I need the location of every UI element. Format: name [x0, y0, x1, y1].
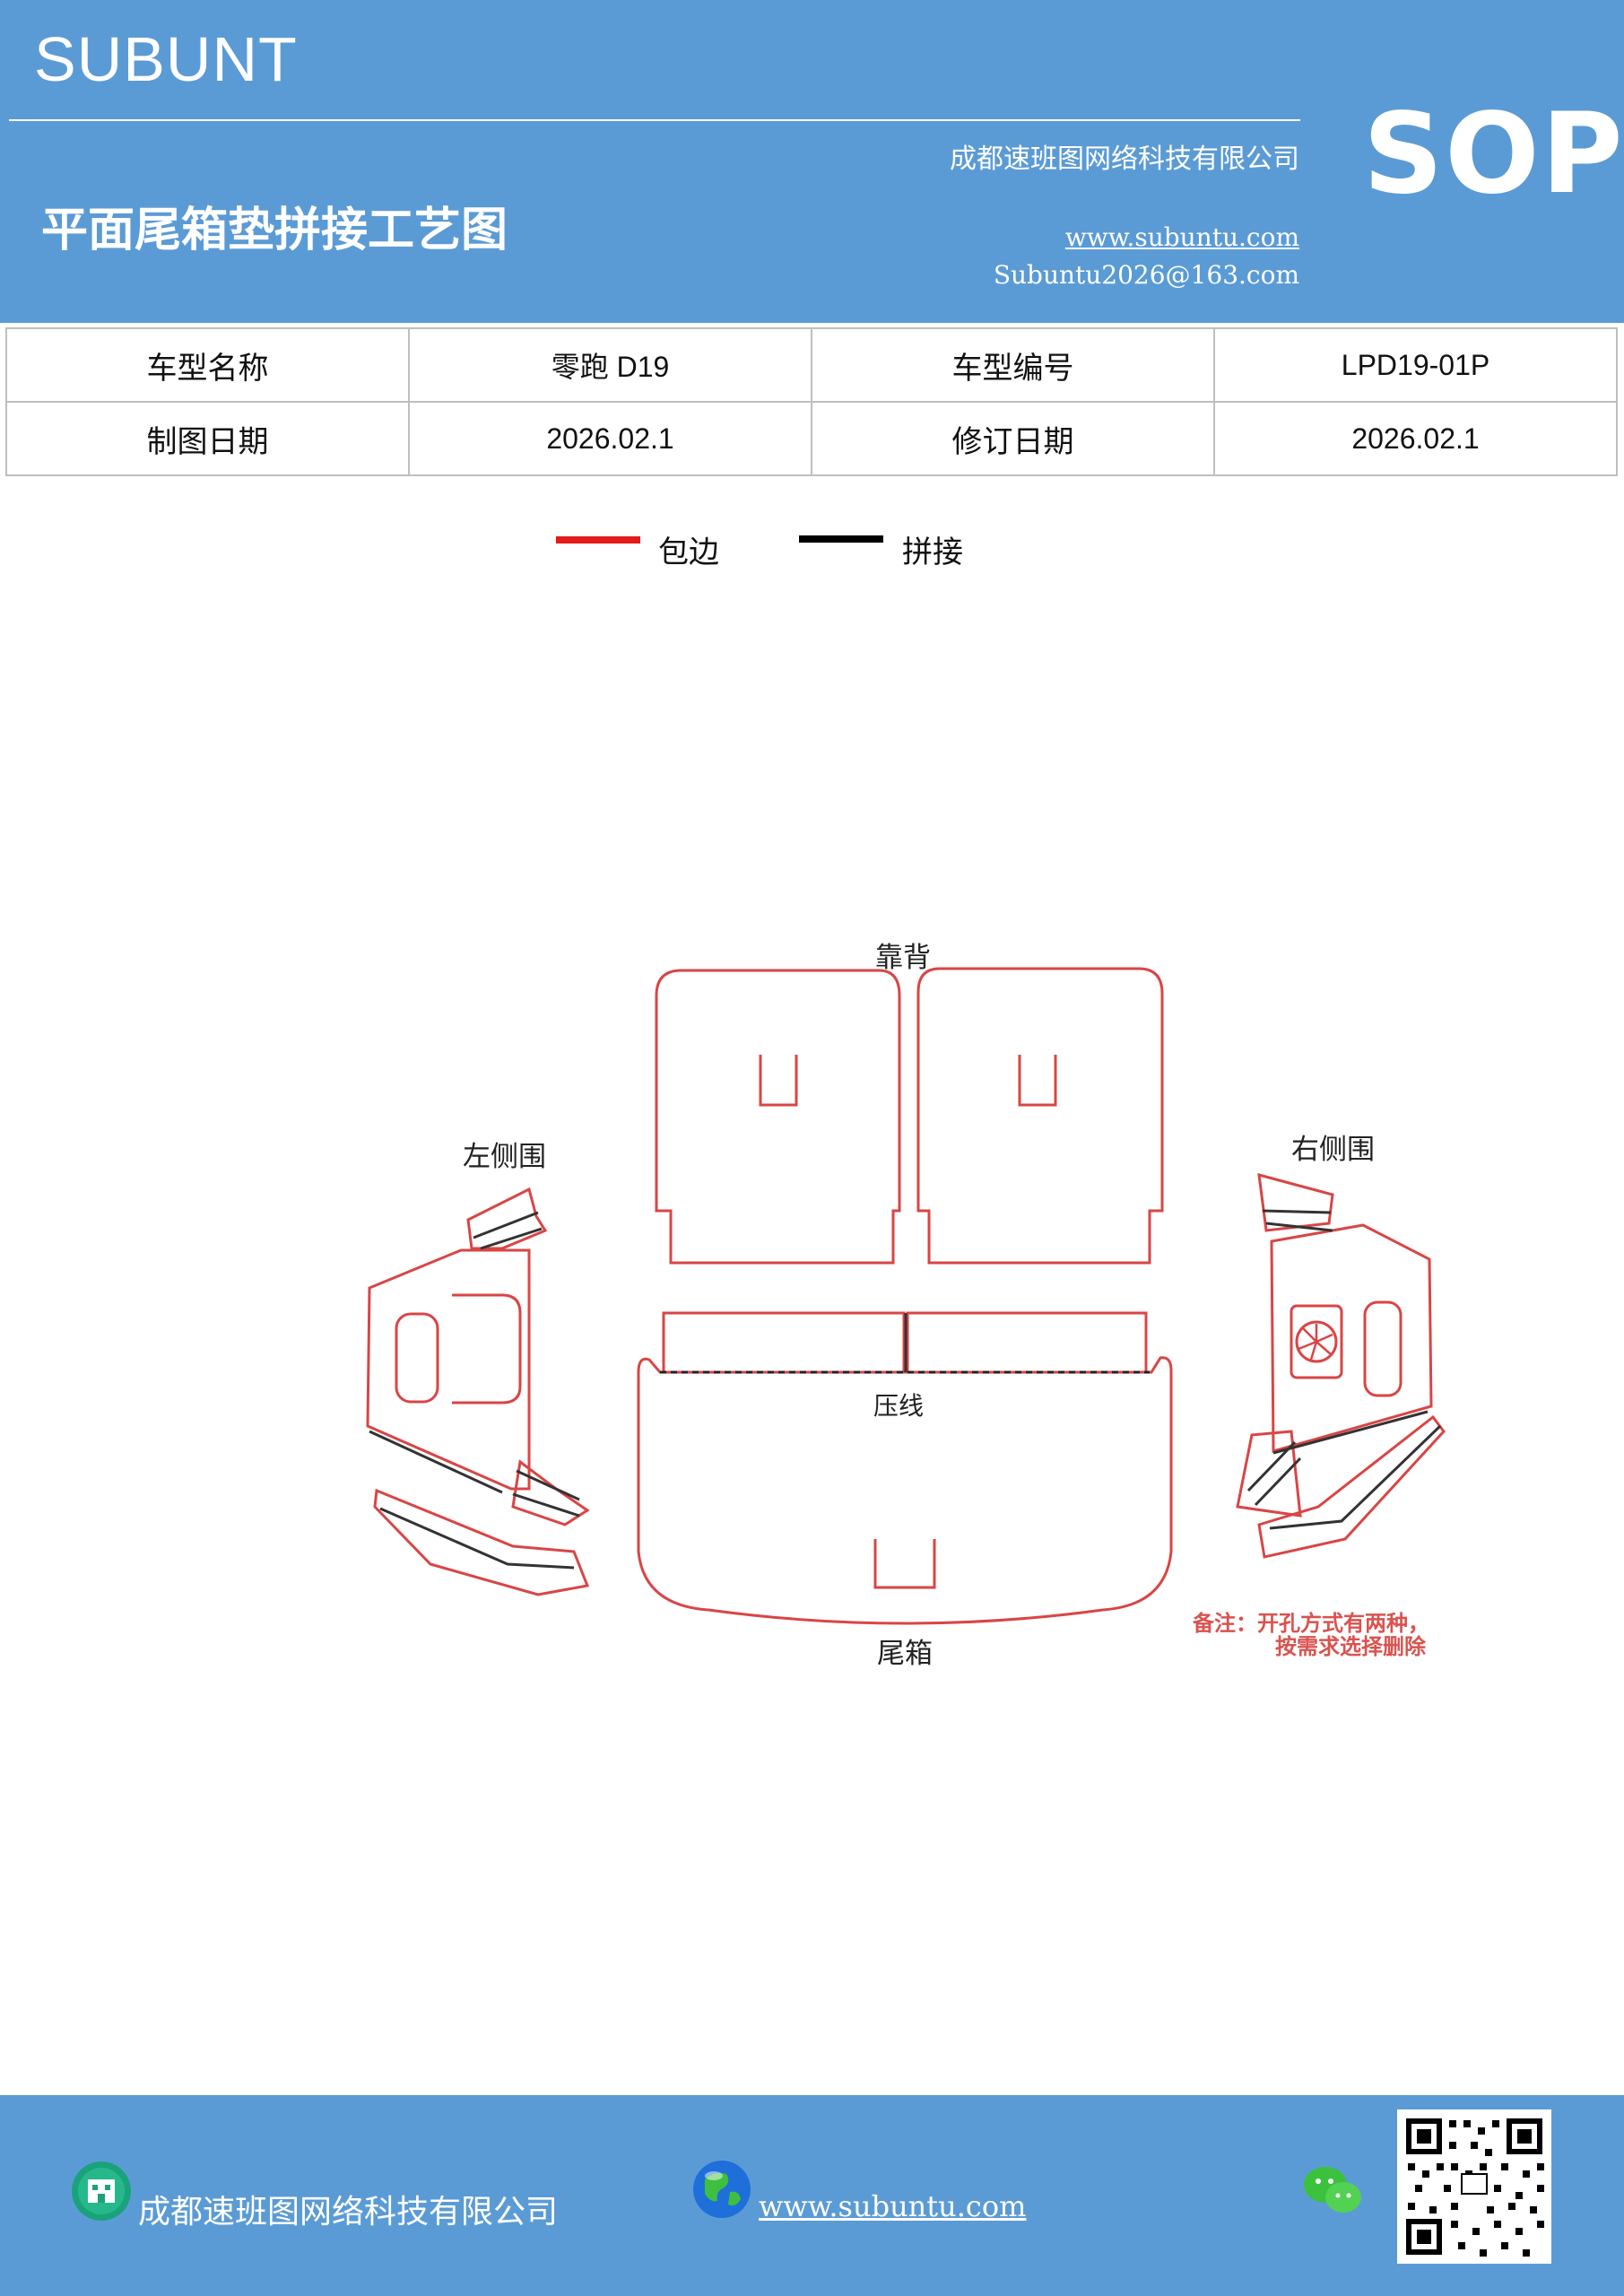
left-side-strip-seam	[379, 1507, 575, 1570]
globe-icon	[693, 2161, 751, 2218]
trunk-floor-slot	[873, 1539, 936, 1589]
left-side-u-cutout	[452, 1293, 522, 1405]
backrest-right-panel	[916, 967, 1164, 1265]
table-cell: 2026.02.1	[1213, 401, 1618, 476]
right-side-lower-tab	[1236, 1430, 1302, 1518]
vehicle-info-table: 车型名称 零跑 D19 车型编号 LPD19-01P 制图日期 2026.02.…	[5, 327, 1618, 476]
header-band	[0, 0, 1624, 323]
label-backrest: 靠背	[875, 942, 931, 974]
legend-splice-swatch	[799, 535, 883, 543]
table-cell: 车型名称	[5, 327, 410, 403]
wechat-icon[interactable]	[1302, 2163, 1365, 2217]
qr-code	[1397, 2109, 1551, 2264]
header-email[interactable]: Subuntu2026@163.com	[993, 260, 1299, 290]
trunk-flap-left	[662, 1311, 906, 1374]
right-side-panel	[1270, 1223, 1433, 1453]
trunk-flap-right	[906, 1311, 1148, 1374]
table-cell: 2026.02.1	[408, 401, 812, 476]
table-cell: 制图日期	[5, 401, 410, 476]
header-divider	[9, 119, 1300, 121]
left-side-bottom-seam	[369, 1430, 580, 1518]
note-line-2: 按需求选择删除	[1275, 1634, 1426, 1659]
table-row: 车型名称 零跑 D19 车型编号 LPD19-01P	[5, 327, 1618, 403]
label-trunk: 尾箱	[877, 1638, 933, 1670]
right-side-top-seam	[1262, 1209, 1333, 1232]
label-left-side: 左侧围	[463, 1141, 546, 1173]
backrest-left-slot	[759, 1055, 798, 1107]
building-icon	[72, 2161, 131, 2221]
note-line-1: 备注：开孔方式有两种，	[1193, 1611, 1429, 1636]
right-side-oval-cutout	[1363, 1300, 1403, 1397]
right-side-vent-box	[1290, 1304, 1343, 1379]
sop-badge: SOP	[1363, 90, 1624, 219]
document-title: 平面尾箱垫拼接工艺图	[41, 204, 508, 257]
legend-edge-binding-swatch	[556, 536, 640, 544]
label-crease: 压线	[873, 1391, 925, 1421]
table-cell: LPD19-01P	[1213, 327, 1618, 403]
left-side-top-tab	[466, 1187, 548, 1250]
label-right-side: 右侧围	[1291, 1134, 1375, 1166]
footer-company-name: 成都速班图网络科技有限公司	[138, 2194, 559, 2231]
right-side-top-tab	[1257, 1172, 1334, 1232]
brand-logo-text: SUBUNT	[34, 24, 298, 94]
table-cell: 零跑 D19	[408, 327, 812, 403]
right-side-bottom-strip	[1257, 1414, 1446, 1559]
right-side-bottom-seam	[1269, 1410, 1442, 1530]
footer-website-link[interactable]: www.subuntu.com	[759, 2189, 1027, 2223]
vent-fan-icon	[1295, 1320, 1338, 1363]
table-cell: 车型编号	[811, 327, 1215, 403]
left-side-lower-tab	[511, 1459, 590, 1526]
legend-splice-label: 拼接	[902, 535, 963, 570]
table-row: 制图日期 2026.02.1 修订日期 2026.02.1	[5, 401, 1618, 476]
left-side-oval-cutout	[395, 1312, 439, 1404]
right-side-lower-seam	[1246, 1440, 1302, 1507]
left-side-panel	[366, 1248, 531, 1491]
trunk-floor-panel	[637, 1356, 1173, 1625]
table-cell: 修订日期	[811, 401, 1215, 476]
left-side-bottom-strip	[373, 1488, 590, 1596]
backrest-left-panel	[655, 969, 901, 1265]
left-side-top-seam	[473, 1211, 543, 1250]
legend-edge-binding-label: 包边	[658, 535, 719, 570]
header-company-name: 成都速班图网络科技有限公司	[950, 144, 1299, 175]
backrest-right-slot	[1018, 1055, 1057, 1107]
header-website-link[interactable]: www.subuntu.com	[1064, 222, 1299, 252]
